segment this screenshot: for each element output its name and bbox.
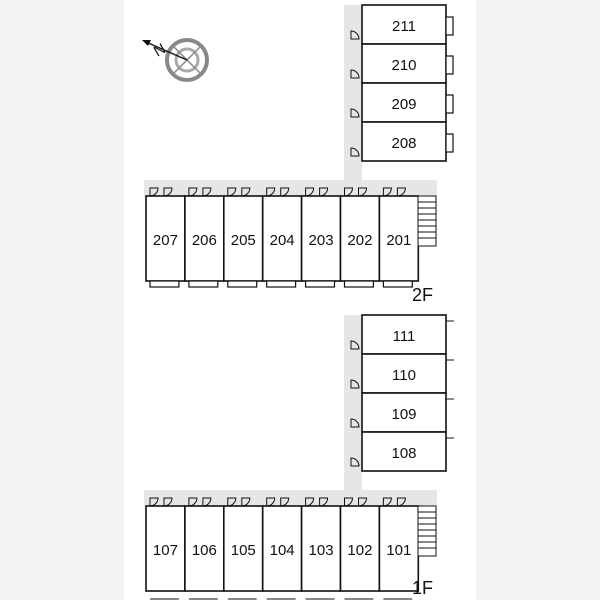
- right-margin: [476, 0, 600, 600]
- unit-105: [223, 505, 264, 592]
- door-icon: [188, 497, 198, 507]
- balcony: [227, 280, 258, 288]
- door-icon: [350, 30, 360, 40]
- unit-109: [361, 392, 447, 433]
- unit-101: [378, 505, 420, 592]
- unit-label: 108: [391, 445, 416, 462]
- door-icon: [149, 497, 159, 507]
- unit-label: 109: [391, 406, 416, 423]
- unit-label: 111: [393, 328, 416, 345]
- door-icon: [350, 340, 360, 350]
- horizontal-corridor: [144, 490, 437, 506]
- unit-label: 210: [391, 57, 416, 74]
- left-margin: [0, 0, 124, 600]
- door-icon: [382, 187, 392, 197]
- unit-104: [261, 505, 303, 592]
- door-icon: [202, 187, 212, 197]
- unit-label: 102: [347, 542, 372, 559]
- unit-label: 208: [391, 135, 416, 152]
- balcony: [445, 94, 454, 114]
- floor-2f: 211 210 209 208 207 206 205 204 203 202 201 2F: [144, 4, 454, 305]
- door-icon: [350, 457, 360, 467]
- door-icon: [266, 187, 276, 197]
- door-icon: [305, 497, 315, 507]
- balcony: [149, 280, 180, 288]
- unit-label: 206: [192, 232, 217, 249]
- unit-label: 107: [153, 542, 178, 559]
- unit-label: 105: [231, 542, 256, 559]
- door-icon: [149, 187, 159, 197]
- door-icon: [350, 418, 360, 428]
- unit-label: 211: [392, 18, 416, 35]
- balcony: [445, 55, 454, 75]
- unit-label: 202: [347, 232, 372, 249]
- door-icon: [350, 108, 360, 118]
- balcony: [445, 16, 454, 36]
- unit-111: [361, 314, 447, 355]
- unit-label: 205: [231, 232, 256, 249]
- door-icon: [350, 379, 360, 389]
- unit-label: 209: [391, 96, 416, 113]
- door-icon: [358, 497, 368, 507]
- door-icon: [396, 187, 406, 197]
- unit-label: 101: [386, 542, 411, 559]
- door-icon: [358, 187, 368, 197]
- unit-label: 201: [386, 232, 411, 249]
- unit-label: 106: [192, 542, 217, 559]
- door-icon: [163, 497, 173, 507]
- door-icon: [319, 497, 329, 507]
- door-icon: [382, 497, 392, 507]
- door-icon: [241, 497, 251, 507]
- balcony: [266, 280, 297, 288]
- balcony: [382, 280, 413, 288]
- unit-label: 104: [270, 542, 295, 559]
- unit-label: 103: [309, 542, 334, 559]
- vertical-corridor: [344, 5, 362, 180]
- unit-label: 110: [392, 367, 416, 384]
- door-icon: [396, 497, 406, 507]
- unit-label: 207: [153, 232, 178, 249]
- door-icon: [241, 187, 251, 197]
- unit-label: 203: [309, 232, 334, 249]
- unit-211: [361, 4, 447, 45]
- door-icon: [280, 187, 290, 197]
- unit-110: [361, 353, 447, 394]
- door-icon: [319, 187, 329, 197]
- unit-label: 204: [270, 232, 295, 249]
- door-icon: [188, 187, 198, 197]
- balcony: [343, 280, 374, 288]
- door-icon: [163, 187, 173, 197]
- door-icon: [202, 497, 212, 507]
- unit-106: [184, 505, 225, 592]
- floor-1f: 111 110 109 108 107 106 105 104 103 102 101 1F: [144, 314, 454, 600]
- door-icon: [344, 497, 354, 507]
- floor-label: 2F: [412, 285, 433, 305]
- door-icon: [227, 187, 237, 197]
- balcony: [188, 280, 219, 288]
- door-icon: [350, 147, 360, 157]
- compass-icon: N: [142, 38, 209, 82]
- unit-208: [361, 121, 447, 162]
- door-icon: [344, 187, 354, 197]
- balcony: [445, 133, 454, 153]
- door-icon: [350, 69, 360, 79]
- door-icon: [305, 187, 315, 197]
- door-icon: [280, 497, 290, 507]
- unit-102: [339, 505, 381, 592]
- floor-label: 1F: [412, 578, 433, 598]
- unit-202: [339, 195, 381, 282]
- unit-108: [361, 431, 447, 472]
- door-icon: [227, 497, 237, 507]
- balcony: [305, 280, 336, 288]
- vertical-corridor: [344, 315, 362, 490]
- horizontal-corridor: [144, 180, 437, 196]
- door-icon: [266, 497, 276, 507]
